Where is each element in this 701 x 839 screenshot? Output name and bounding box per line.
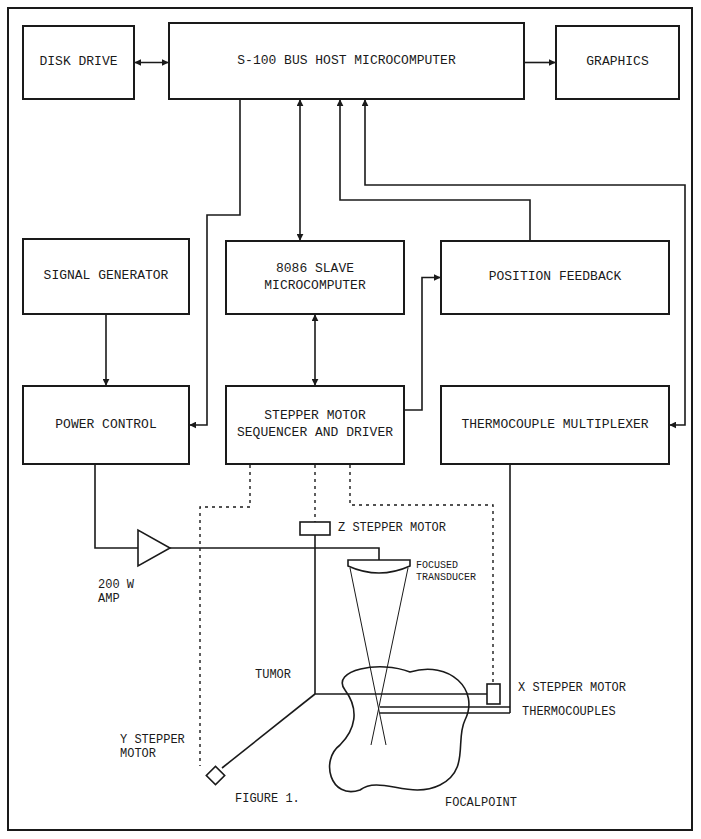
- box-label: POWER CONTROL: [55, 417, 156, 434]
- box-label: POSITION FEEDBACK: [489, 269, 622, 286]
- process-box: GRAPHICS: [555, 25, 680, 100]
- signal-connector: [135, 62, 168, 64]
- z-motor-symbol: [300, 522, 330, 535]
- amp-feed-wire: [95, 465, 138, 548]
- part-label: FOCUSED TRANSDUCER: [416, 560, 482, 584]
- z-axis: [314, 535, 316, 694]
- signal-connector: [340, 100, 530, 240]
- signal-connector: [105, 315, 107, 385]
- box-label: GRAPHICS: [586, 54, 648, 71]
- x-motor-symbol: [487, 684, 500, 704]
- amp-output-wire: [170, 548, 379, 560]
- thermocouple-probe: [380, 706, 510, 708]
- box-label: S-100 BUS HOST MICROCOMPUTER: [237, 53, 455, 70]
- box-label: 8086 SLAVE MICROCOMPUTER: [235, 261, 395, 295]
- y-motor-symbol: [206, 766, 224, 784]
- process-box: DISK DRIVE: [22, 25, 135, 100]
- figure-caption: FIGURE 1.: [235, 792, 300, 806]
- process-box: S-100 BUS HOST MICROCOMPUTER: [168, 22, 525, 100]
- process-box: POSITION FEEDBACK: [440, 240, 670, 315]
- x-motor-control-line: [350, 465, 493, 684]
- part-label: THERMOCOUPLES: [522, 705, 652, 719]
- part-label: TUMOR: [255, 668, 315, 682]
- part-label-text: Y STEPPER MOTOR: [120, 733, 185, 761]
- transducer-symbol: [348, 560, 410, 573]
- box-label: DISK DRIVE: [39, 54, 117, 71]
- part-label: FOCALPOINT: [445, 796, 555, 810]
- tumor-outline: [330, 667, 469, 792]
- figure-frame: [8, 8, 692, 830]
- box-label: SIGNAL GENERATOR: [44, 268, 169, 285]
- part-label: Z STEPPER MOTOR: [338, 521, 468, 535]
- signal-connector: [365, 100, 685, 425]
- process-box: STEPPER MOTOR SEQUENCER AND DRIVER: [225, 385, 405, 465]
- part-label-text: X STEPPER MOTOR: [518, 681, 626, 695]
- process-box: POWER CONTROL: [22, 385, 190, 465]
- thermocouple-wire: [509, 465, 511, 713]
- caption-text: FIGURE 1.: [235, 792, 300, 806]
- signal-connector: [525, 62, 555, 64]
- y-axis: [222, 694, 315, 768]
- box-label: THERMOCOUPLE MULTIPLEXER: [461, 417, 648, 434]
- box-label: STEPPER MOTOR SEQUENCER AND DRIVER: [235, 408, 395, 442]
- process-box: THERMOCOUPLE MULTIPLEXER: [440, 385, 670, 465]
- signal-connector: [314, 315, 316, 385]
- signal-connector: [405, 278, 440, 411]
- part-label-text: Z STEPPER MOTOR: [338, 521, 446, 535]
- part-label-text: TUMOR: [255, 668, 291, 682]
- beam-line: [350, 568, 386, 745]
- part-label-text: FOCALPOINT: [445, 796, 517, 810]
- part-label-text: THERMOCOUPLES: [522, 705, 616, 719]
- process-box: SIGNAL GENERATOR: [22, 238, 190, 315]
- beam-line: [371, 568, 408, 745]
- part-label: Y STEPPER MOTOR: [120, 733, 194, 762]
- part-label: 200 W AMP: [98, 578, 146, 607]
- x-axis: [315, 693, 487, 695]
- process-box: 8086 SLAVE MICROCOMPUTER: [225, 240, 405, 315]
- part-label-text: FOCUSED TRANSDUCER: [416, 560, 476, 583]
- signal-connector: [299, 100, 301, 240]
- y-motor-control-line: [200, 465, 250, 766]
- part-label-text: 200 W AMP: [98, 578, 134, 606]
- part-label: X STEPPER MOTOR: [518, 681, 658, 695]
- z-motor-control-line: [314, 465, 315, 522]
- thermocouple-probe: [380, 712, 510, 714]
- amplifier-symbol: [138, 530, 170, 566]
